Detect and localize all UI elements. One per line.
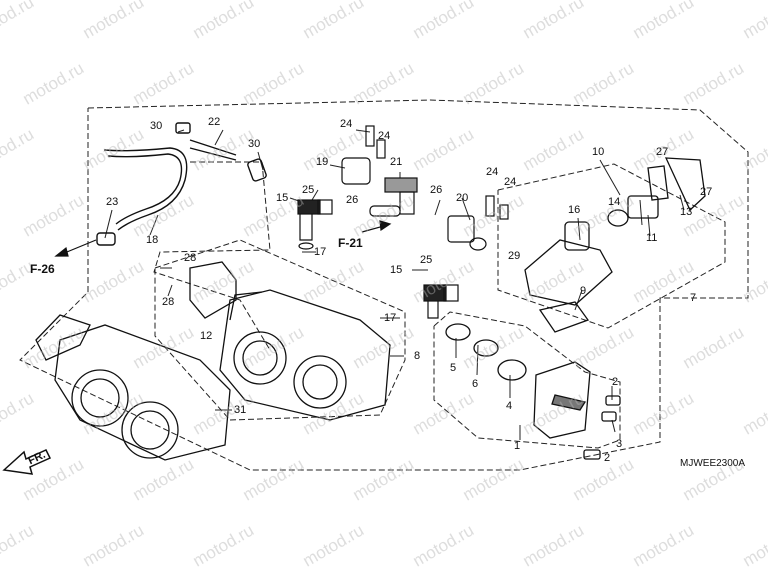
callout-number: 17	[314, 246, 327, 258]
callout-number: 13	[680, 206, 693, 218]
callout-number: 5	[450, 362, 457, 374]
hose-22	[189, 139, 237, 161]
callout-number: 25	[420, 254, 433, 266]
callout-number: 25	[302, 184, 315, 196]
callout-number: 24	[504, 176, 517, 188]
hoses	[96, 122, 267, 246]
sensor-box-outline	[433, 311, 621, 449]
callout-number: 24	[340, 118, 353, 130]
callout-number: 7	[690, 292, 697, 304]
callout-number: 21	[390, 156, 403, 168]
throttle-body-8-outline	[154, 239, 406, 421]
callout-number: 27	[700, 186, 713, 198]
callout-number: 27	[656, 146, 669, 158]
f21-arrow	[361, 220, 392, 233]
callout-number: 30	[150, 120, 163, 132]
callout-number: 18	[146, 234, 159, 246]
pipe-30	[247, 158, 267, 182]
callout-number: 17	[384, 312, 397, 324]
callout-number: 20	[456, 192, 469, 204]
main-assembly-outline	[19, 99, 749, 471]
callout-number: 3	[616, 438, 623, 450]
front-arrow	[2, 449, 52, 475]
callout-number: 31	[234, 404, 247, 416]
callout-number: 19	[316, 156, 329, 168]
callout-number: 26	[346, 194, 359, 206]
callout-number: 14	[608, 196, 621, 208]
sensor-unit	[445, 323, 621, 460]
callout-number: 28	[184, 252, 197, 264]
throttle-body-31	[35, 314, 231, 461]
bypass-parts	[524, 157, 706, 333]
callout-number: 6	[472, 378, 479, 390]
callout-number: 8	[414, 350, 421, 362]
callout-number: 24	[378, 130, 391, 142]
callout-number: 23	[106, 196, 119, 208]
injectors	[297, 125, 509, 319]
callout-number: 4	[506, 400, 513, 412]
callout-number: 30	[248, 138, 261, 150]
callout-number: 16	[568, 204, 581, 216]
callout-number: 28	[162, 296, 175, 308]
bypass-box-outline	[497, 163, 726, 329]
callout-number: 2	[612, 376, 619, 388]
callout-number: 11	[646, 232, 658, 244]
f26-arrow	[54, 239, 97, 257]
ref-f21: F-21	[338, 236, 363, 250]
callout-number: 22	[208, 116, 221, 128]
hose-18	[103, 147, 188, 231]
callout-number: 29	[508, 250, 521, 262]
callout-number: 2	[604, 452, 611, 464]
callout-number: 10	[592, 146, 605, 158]
callout-number: 15	[276, 192, 289, 204]
callout-number: 26	[430, 184, 443, 196]
callout-number: 1	[514, 440, 521, 452]
injector-group-outline	[153, 161, 271, 351]
callout-number: 9	[580, 285, 587, 297]
diagram-code: MJWEE2300A	[680, 458, 746, 469]
cap-30	[175, 122, 191, 134]
callout-number: 24	[486, 166, 499, 178]
ref-f26: F-26	[30, 262, 55, 276]
callout-number: 15	[390, 264, 403, 276]
throttle-body-8	[189, 261, 391, 421]
callout-number: 12	[200, 330, 213, 342]
